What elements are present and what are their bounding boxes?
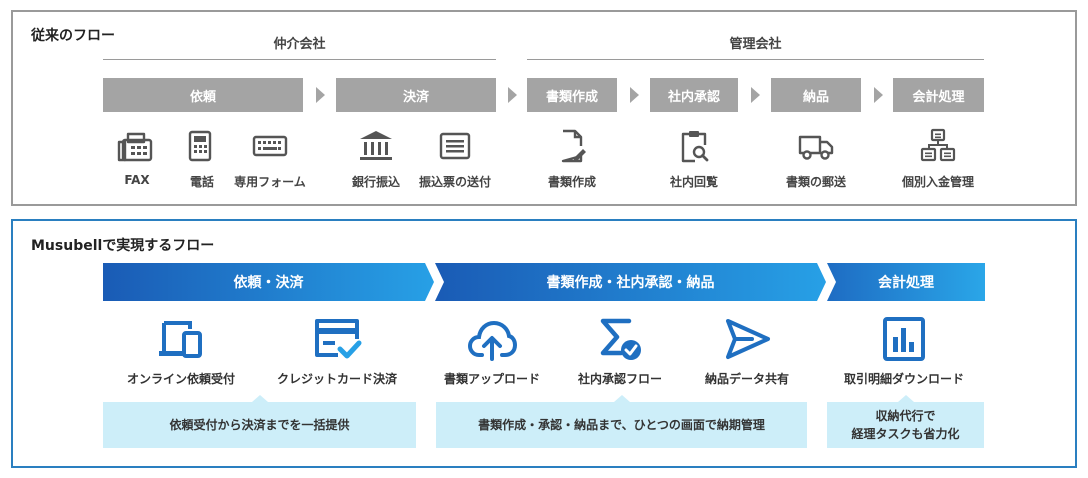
traditional-flow-panel: [11, 10, 1077, 206]
phone-icon: [180, 128, 220, 164]
ledger-icon: [918, 128, 958, 164]
keyboard-icon: [250, 128, 290, 164]
traditional-flow-title: 従来のフロー: [31, 28, 115, 44]
feature-label-document-upload: 書類アップロード: [443, 372, 540, 386]
group-divider-management: [527, 59, 984, 60]
tool-label-document-creation: 書類作成: [547, 175, 596, 189]
benefit-text: 書類作成・承認・納品まで、ひとつの画面で納期管理: [478, 418, 765, 432]
feature-label-online-request: オンライン依頼受付: [126, 372, 235, 386]
credit-card-check-icon: [312, 315, 362, 363]
step-arrow: [508, 87, 517, 103]
bank-icon: [356, 128, 396, 164]
bar-chart-icon: [879, 315, 929, 363]
cloud-upload-icon: [467, 315, 517, 363]
tool-label-payment-management: 個別入金管理: [901, 175, 974, 189]
benefit-text: 経理タスクも省力化: [851, 427, 960, 441]
step-payment: 決済: [336, 78, 496, 112]
truck-icon: [796, 128, 836, 164]
clipboard-search-icon: [674, 128, 714, 164]
step-arrow: [751, 87, 760, 103]
step-delivery: 納品: [771, 78, 861, 112]
step-document-creation: 書類作成: [527, 78, 617, 112]
device-icon: [156, 315, 206, 363]
step-arrow: [630, 87, 639, 103]
group-label-management: 管理会社: [729, 37, 782, 52]
tool-label-fax: FAX: [124, 173, 150, 187]
step-arrow: [874, 87, 883, 103]
slip-icon: [435, 128, 475, 164]
send-icon: [722, 315, 772, 363]
tool-label-form: 専用フォーム: [234, 175, 306, 189]
musubell-flow-panel: [11, 219, 1077, 468]
group-divider-intermediary: [103, 59, 496, 60]
benefit-box: 書類作成・承認・納品まで、ひとつの画面で納期管理: [436, 395, 807, 448]
musubell-flow-title: Musubellで実現するフロー: [31, 238, 215, 254]
step-arrow: [316, 87, 325, 103]
band-accounting: 会計処理: [827, 263, 985, 301]
step-internal-approval: 社内承認: [650, 78, 738, 112]
benefit-text: 依頼受付から決済までを一括提供: [169, 418, 350, 432]
band-document-approval-delivery: 書類作成・社内承認・納品: [435, 263, 826, 301]
tool-label-internal-circulation: 社内回覧: [669, 175, 718, 189]
feature-label-credit-card: クレジットカード決済: [276, 372, 397, 386]
document-edit-icon: [552, 128, 592, 164]
tool-label-slip: 振込票の送付: [418, 175, 491, 189]
benefit-text: 収納代行で: [875, 409, 936, 423]
feature-label-approval-flow: 社内承認フロー: [577, 372, 662, 386]
feature-label-data-sharing: 納品データ共有: [704, 372, 789, 386]
sigma-check-icon: [595, 315, 645, 363]
benefit-box: 依頼受付から決済までを一括提供: [103, 395, 416, 448]
band-request-payment: 依頼・決済: [103, 263, 434, 301]
tool-label-phone: 電話: [189, 175, 214, 189]
benefit-box: 収納代行で 経理タスクも省力化: [827, 395, 984, 448]
feature-label-statement-download: 取引明細ダウンロード: [843, 372, 964, 386]
step-accounting: 会計処理: [893, 78, 984, 112]
fax-icon: [117, 128, 157, 164]
step-request: 依頼: [103, 78, 303, 112]
tool-label-mailing: 書類の郵送: [785, 175, 846, 189]
tool-label-bank-transfer: 銀行振込: [351, 175, 400, 189]
group-label-intermediary: 仲介会社: [273, 37, 326, 52]
